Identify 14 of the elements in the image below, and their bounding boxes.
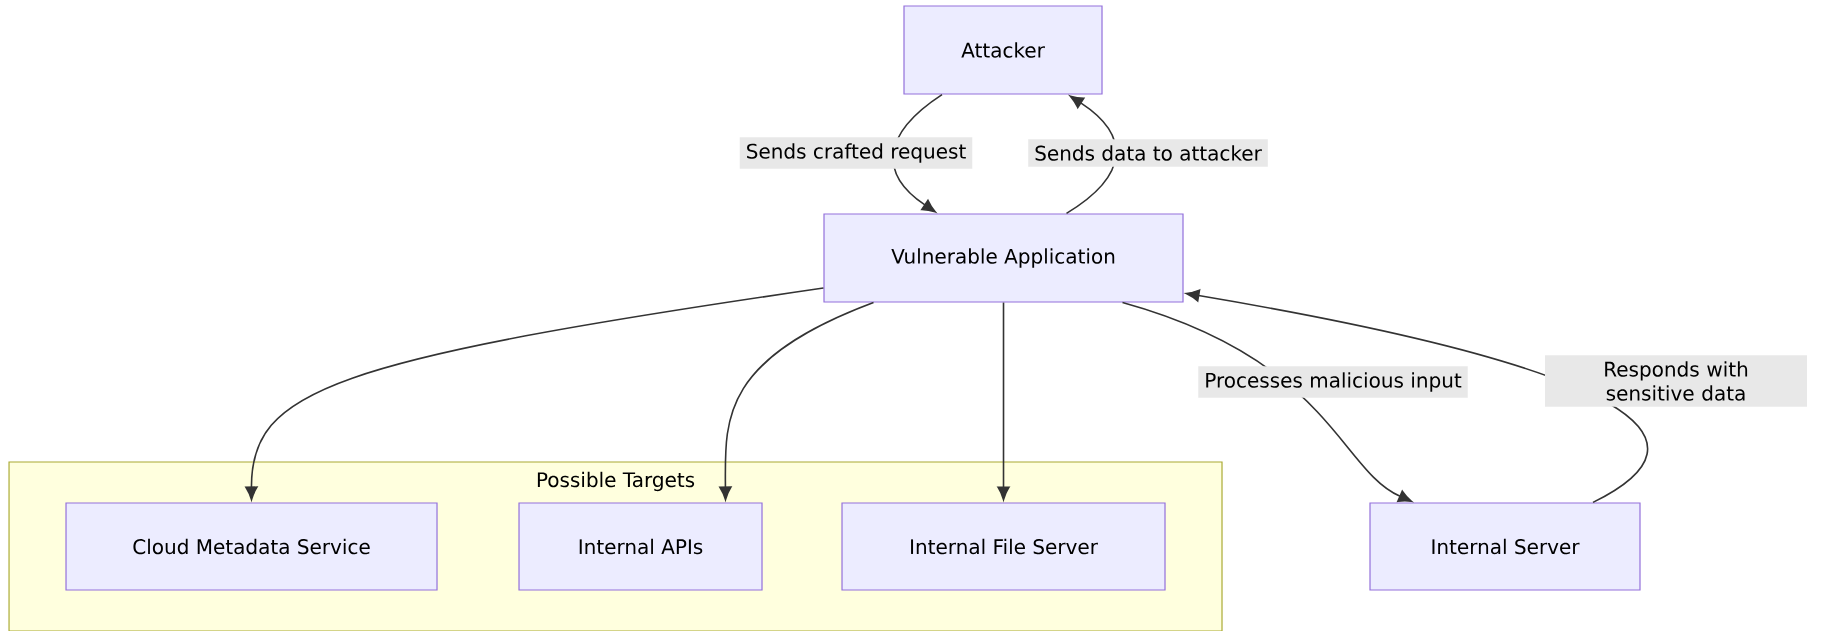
process-box: Internal APIs <box>518 502 763 591</box>
arrow <box>1065 95 1117 215</box>
arrow <box>245 287 825 501</box>
arrow <box>719 301 875 501</box>
edge-label: Sends data to attacker <box>1028 139 1268 167</box>
process-box: Internal Server <box>1369 502 1641 591</box>
process-box: Attacker <box>903 5 1103 95</box>
arrow <box>997 301 1010 501</box>
process-box: Vulnerable Application <box>823 213 1184 303</box>
edge-label: Sends crafted request <box>739 137 973 169</box>
edge-label: Processes malicious input <box>1198 366 1468 398</box>
process-box: Cloud Metadata Service <box>65 502 438 591</box>
process-box: Internal File Server <box>841 502 1166 591</box>
edge-label: Responds with sensitive data <box>1545 355 1807 407</box>
